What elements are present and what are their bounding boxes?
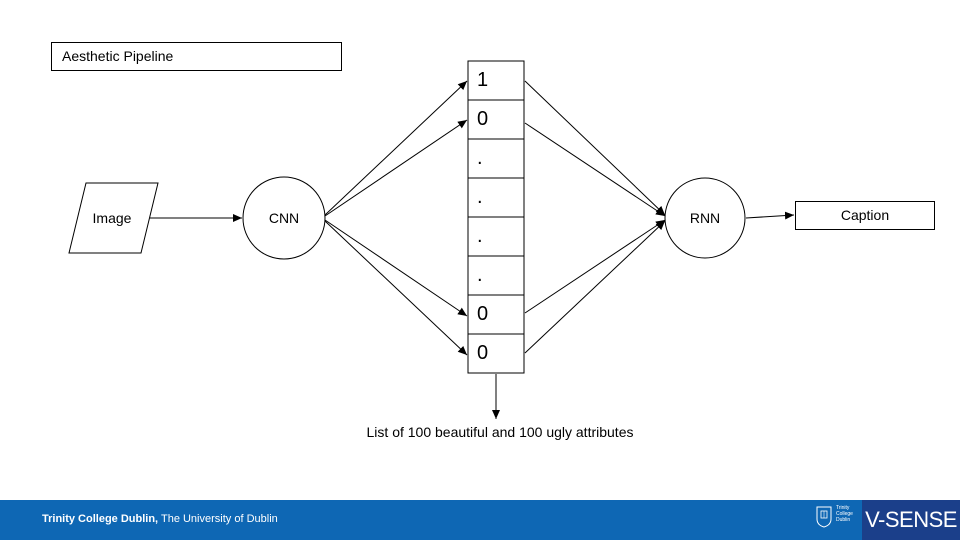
arrow-cell-1-to-rnn: [524, 80, 666, 216]
arrow-cnn-to-cell-1: [324, 80, 468, 216]
cnn-node-shape: [242, 176, 326, 260]
image-node-shape: [68, 182, 159, 254]
footer-bar: Trinity College Dublin, The University o…: [0, 500, 960, 540]
vector-cell: [467, 99, 525, 140]
rnn-node-label: RNN: [689, 210, 721, 226]
cnn-node-label: CNN: [268, 210, 300, 226]
vsense-logo: V-SENSE: [862, 500, 960, 540]
footer-text: Trinity College Dublin, The University o…: [42, 513, 278, 525]
arrow-cell-8-to-rnn: [524, 220, 666, 354]
vector-cell: [467, 333, 525, 374]
crest-text: Trinity College Dublin: [836, 505, 853, 523]
vector-cell-value: .: [477, 147, 483, 169]
arrow-cell-7-to-rnn: [524, 219, 666, 314]
vector-cell-value: .: [477, 186, 483, 208]
footer-institution: Trinity College Dublin,: [42, 513, 159, 525]
vector-cell: [467, 177, 525, 218]
vector-cell-value: 0: [477, 342, 489, 364]
attribute-vector: [467, 60, 525, 374]
arrow-cnn-to-cell-7: [324, 219, 468, 317]
vector-cell-value: 0: [477, 108, 489, 130]
caption-node-label: Caption: [795, 201, 935, 230]
vector-cell-value: .: [477, 264, 483, 286]
vector-cell-value: .: [477, 225, 483, 247]
arrow-rnn-to-caption: [745, 211, 795, 220]
arrow-cnn-to-cell-8: [324, 220, 468, 356]
vector-cell-value: 1: [477, 69, 489, 91]
college-crest-icon: [816, 506, 832, 528]
vector-note: List of 100 beautiful and 100 ugly attri…: [366, 424, 634, 440]
footer-university: The University of Dublin: [158, 513, 278, 525]
rnn-node-shape: [664, 177, 746, 259]
arrows: [150, 80, 795, 419]
diagram-title: Aesthetic Pipeline: [51, 42, 342, 71]
arrow-cell-2-to-rnn: [524, 122, 666, 217]
pipeline-diagram: [68, 60, 795, 419]
vector-cell: [467, 255, 525, 296]
image-node-label: Image: [92, 210, 132, 226]
vector-cell-value: 0: [477, 303, 489, 325]
arrow-cnn-to-cell-2: [324, 119, 468, 217]
